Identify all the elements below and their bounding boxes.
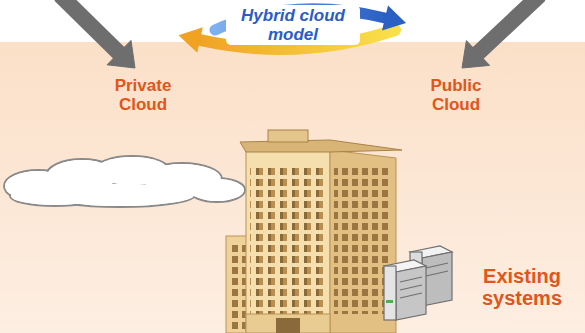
server-icon (384, 246, 452, 320)
ground-panel (0, 42, 585, 333)
cloud-label: Public Cloud (411, 76, 501, 114)
grey-arrow (60, 0, 540, 68)
cloud-shape (4, 156, 245, 207)
office-building (226, 130, 402, 333)
model-label: Hybrid cloud model (226, 5, 360, 45)
cloud-label: Private Cloud (98, 76, 188, 114)
systems-label: Existing systems (468, 265, 576, 310)
hybrid-loop-arrow (179, 5, 407, 52)
